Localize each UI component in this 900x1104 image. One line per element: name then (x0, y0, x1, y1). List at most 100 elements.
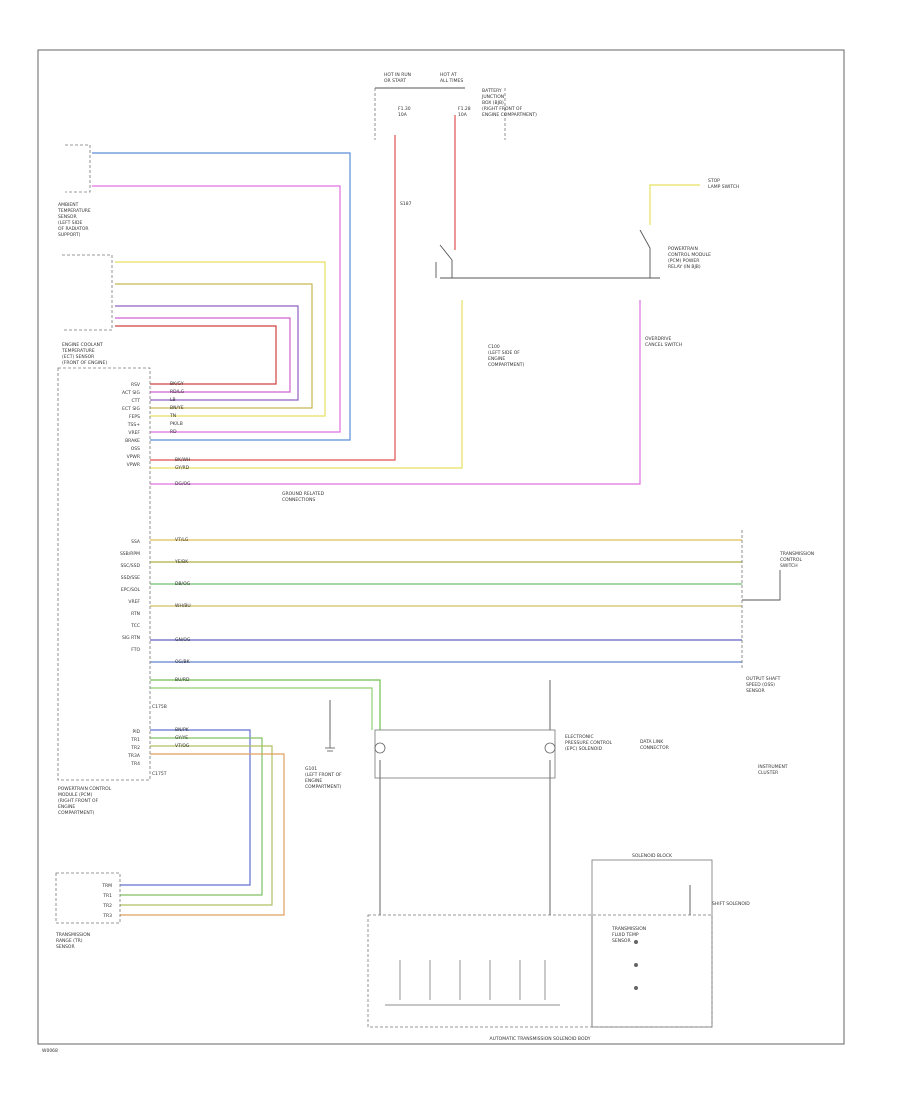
wire-black-5 (742, 570, 781, 601)
pin-label: TR1 (102, 893, 112, 899)
wire-ect-purple (115, 305, 299, 401)
wire-epc-green (150, 679, 381, 730)
pin-label: VREF (128, 430, 140, 436)
wire-color-tag: YE/BK (174, 559, 189, 565)
wire-tr-blue (120, 729, 251, 886)
relay-contact-right (639, 229, 651, 278)
pin-label: FEPS (129, 414, 140, 420)
wire-color-tag: VT/LG (175, 537, 189, 543)
ground-symbol (325, 740, 335, 752)
wire-color-tag: PK/LB (170, 421, 183, 427)
tr-sensor-box (55, 872, 121, 924)
wire-color-tag: GY/YE (175, 735, 188, 741)
pin-label: SSC/SSD (120, 563, 140, 569)
pin-label: VPWR (127, 462, 140, 468)
pin-label: OSS (131, 446, 140, 452)
wire-tr-olive (120, 745, 273, 906)
wire-ambient-blue (92, 152, 351, 441)
pin-label: VREF (128, 599, 140, 605)
relay-contact-left (439, 244, 453, 278)
wire-color-tag: RD (170, 429, 177, 435)
pin-label: SSA (131, 539, 141, 545)
wire-color-tag: GN/OG (175, 637, 191, 643)
pin-label: TR3 (102, 913, 112, 919)
pin-label: ECT SIG (122, 406, 140, 412)
pin-label: TR4 (130, 761, 140, 767)
pin-label: SSD/SSE (121, 575, 140, 581)
pin-label: BRAKE (125, 438, 140, 444)
wire-ambient-pink (92, 185, 341, 433)
pcm-box (57, 367, 151, 781)
wire-relay-pink (150, 300, 641, 485)
label-shift-solenoid-label: SHIFT SOLENOID (712, 901, 750, 907)
epc-coil-right (544, 742, 556, 754)
solenoid-block-box (591, 859, 713, 1028)
pin-label: SSB/RPM (120, 551, 140, 557)
wire-color-tag: LB (170, 397, 176, 403)
diagram-frame (37, 49, 845, 1045)
pin-label: CTT (131, 398, 140, 404)
wire-color-tag: TN (169, 413, 176, 419)
wire-color-tag: DG/OG (175, 481, 191, 487)
pin-label: ACT SIG (122, 390, 141, 396)
wire-group (92, 115, 781, 916)
wire-color-tag: WH/BU (175, 603, 191, 609)
wire-color-tag: OG/BK (175, 659, 191, 665)
pin-label: TR2 (102, 903, 112, 909)
pin-label: RTN (131, 611, 140, 617)
wire-color-tag: BU/RD (175, 677, 190, 683)
pin-label: FTO (131, 647, 140, 653)
wire-ect-magenta (115, 317, 291, 393)
label-transmission-solenoid: AUTOMATIC TRANSMISSION SOLENOID BODY (490, 1036, 591, 1042)
label-connector-c2: C175T (152, 771, 167, 777)
pin-label: TR2 (130, 745, 140, 751)
pin-label: PID (132, 729, 140, 735)
wire-stop-yellow (649, 184, 700, 225)
ect-sensor-box (62, 254, 113, 331)
wire-ect-red (115, 325, 277, 385)
fuse-box-outline (374, 88, 506, 140)
epc-solenoid-box (374, 729, 556, 779)
wire-color-tag: BK/WH (175, 457, 190, 463)
pin-label: EPC/SOL (121, 587, 141, 593)
pin-label: TR3A (127, 753, 141, 759)
wire-epc-green-2 (150, 687, 373, 730)
wire-ect-yellow (115, 261, 326, 417)
wire-relay-yellow (150, 300, 463, 469)
solenoid-switches (385, 960, 560, 1006)
pin-label: TCC (130, 623, 140, 629)
wire-power-red (150, 135, 396, 461)
label-connector-c1: C175B (152, 704, 167, 710)
pin-label: VPWR (127, 454, 140, 460)
footer-code: W0068 (42, 1048, 58, 1054)
wire-color-tag: VT/OG (175, 743, 190, 749)
solenoid-block-dots (634, 940, 638, 990)
epc-coil-left (374, 742, 386, 754)
ambient-sensor-box (65, 144, 91, 193)
wire-color-tag: RD/LG (170, 389, 185, 395)
component-boxes (55, 87, 743, 1028)
wire-tr-green (120, 737, 263, 896)
